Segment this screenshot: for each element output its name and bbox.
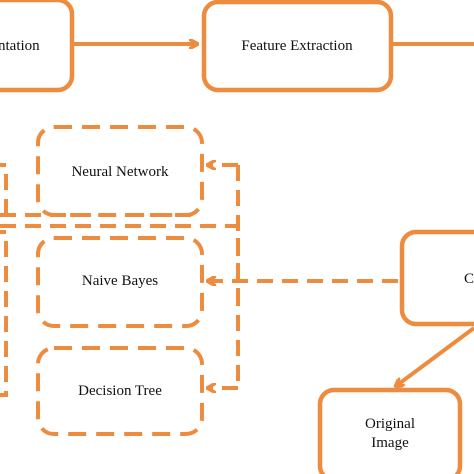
naive-bayes-box <box>36 236 204 328</box>
decision-tree-box <box>36 346 204 436</box>
classifier-label: C <box>464 271 474 287</box>
naive-bayes-label: Naive Bayes <box>82 273 158 289</box>
left-dashed-bracket-bottom <box>0 230 8 397</box>
classifier-box <box>399 229 474 327</box>
edge-to-original-image <box>396 326 474 386</box>
original-image-box <box>317 387 463 474</box>
original-image-label-line2: Image <box>371 435 409 451</box>
neural-network-label: Neural Network <box>71 164 169 180</box>
segmentation-label: ntation <box>0 38 40 54</box>
feature-extraction-label: Feature Extraction <box>241 38 353 54</box>
neural-network-box <box>36 125 204 217</box>
left-dashed-bracket-top <box>0 163 8 215</box>
original-image-label-line1: Original <box>365 416 415 432</box>
decision-tree-label: Decision Tree <box>78 383 162 399</box>
